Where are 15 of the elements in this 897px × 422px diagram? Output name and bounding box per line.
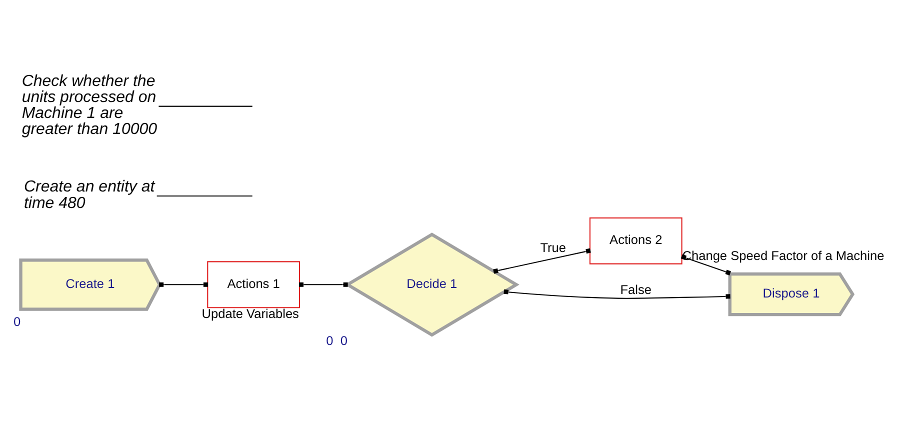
connector [158,105,252,106]
connector [158,282,208,286]
node-box: Actions 2 [588,216,682,264]
connector [492,248,590,274]
node-text: Create an entity at time 480 [23,178,154,212]
node-label: Update Variables [201,305,298,320]
connector [680,254,730,275]
connector [156,194,252,196]
node-box: Actions 1 [206,260,300,308]
edge-label: False [620,281,652,296]
connector [298,282,348,286]
node-label: Change Speed Factor of a Machine [682,248,884,263]
node-text: Check whether the units processed on Machine 1 are greater than 10000 [21,72,157,138]
node-label: 0 [12,313,20,328]
edge-label: True [540,240,566,255]
